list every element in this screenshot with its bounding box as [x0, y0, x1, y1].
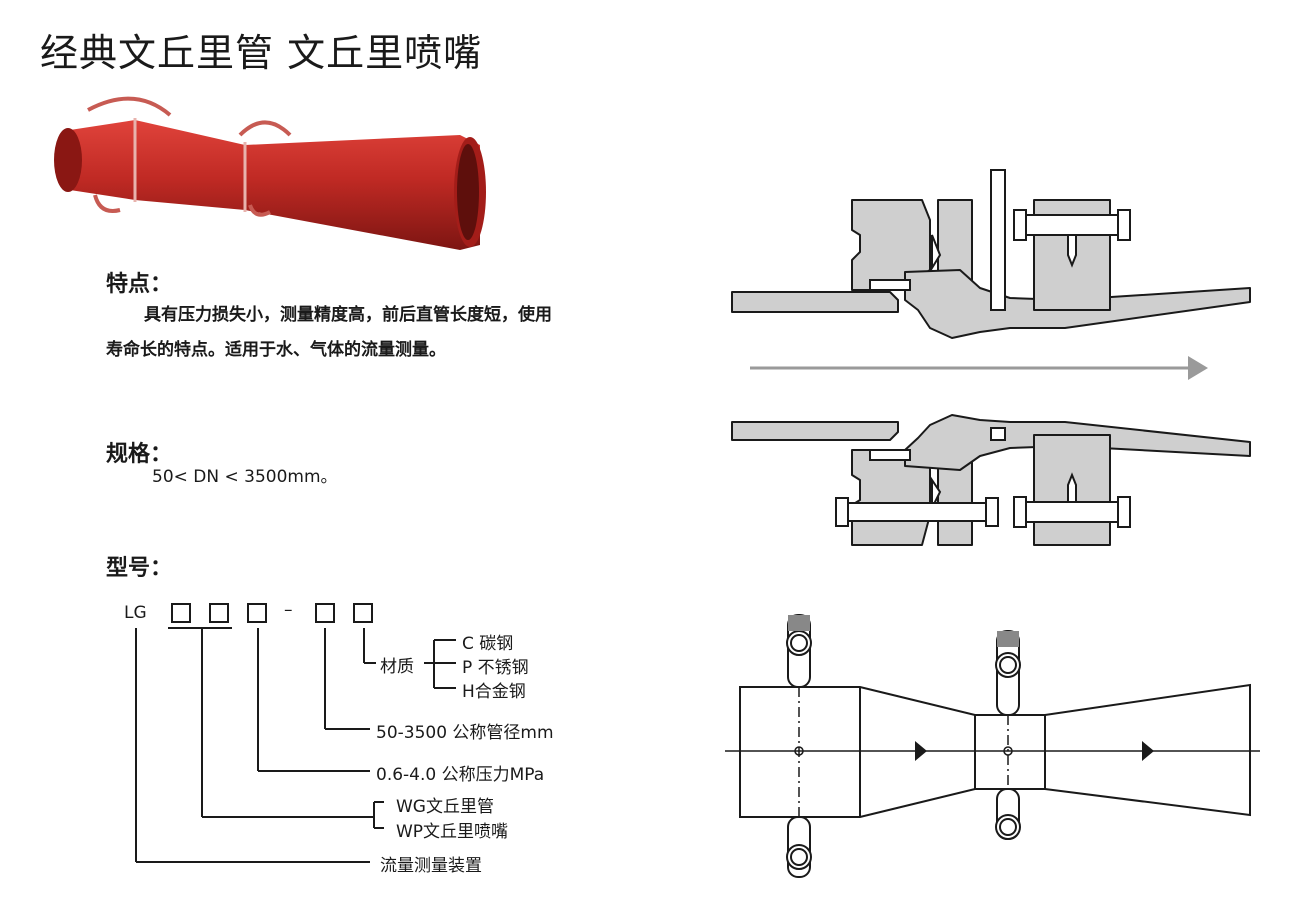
type-option: WP文丘里喷嘴 — [396, 822, 509, 842]
material-option: H合金钢 — [462, 682, 526, 702]
spec-heading: 规格： — [106, 442, 173, 467]
pressure-label: 0.6-4.0 公称压力MPa — [376, 765, 545, 785]
features-heading: 特点： — [106, 272, 173, 297]
model-heading: 型号： — [106, 556, 173, 581]
material-option: C 碳钢 — [462, 634, 514, 654]
venturi-tube-photo — [54, 96, 486, 250]
device-label: 流量测量装置 — [380, 856, 482, 876]
material-label: 材质 — [380, 657, 414, 677]
material-option: P 不锈钢 — [462, 658, 529, 678]
model-dash: – — [284, 600, 293, 620]
spec-text: 50< DN < 3500mm。 — [152, 467, 338, 487]
venturi-external-view-diagram — [725, 614, 1260, 878]
diameter-label: 50-3500 公称管径mm — [376, 723, 554, 743]
page-title: 经典文丘里管 文丘里喷嘴 — [40, 31, 483, 75]
features-text: 具有压力损失小，测量精度高，前后直管长度短，使用寿命长的特点。适用于水、气体的流… — [106, 305, 552, 360]
model-prefix: LG — [124, 603, 147, 623]
type-option: WG文丘里管 — [396, 797, 494, 817]
venturi-cross-section-diagram — [731, 169, 1251, 546]
